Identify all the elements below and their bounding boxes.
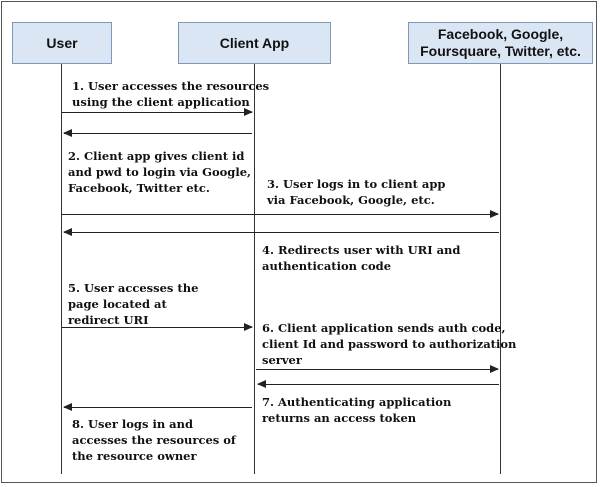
step-5-label: 5. User accesses the page located at red…: [68, 281, 199, 327]
lifeline-client-app: [254, 64, 255, 474]
arrow-step-7-return: [257, 379, 499, 388]
actor-providers-label: Facebook, Google, Foursquare, Twitter, e…: [420, 26, 581, 59]
actor-client-app: Client App: [178, 22, 331, 64]
actor-providers: Facebook, Google, Foursquare, Twitter, e…: [408, 22, 593, 64]
actor-user-label: User: [46, 34, 78, 51]
step-7-label: 7. Authenticating application returns an…: [262, 395, 452, 425]
actor-client-app-label: Client App: [219, 34, 290, 51]
arrow-step-5: [62, 322, 253, 331]
arrow-step-4: [63, 227, 499, 236]
arrow-step-6: [256, 364, 499, 373]
step-1-label: 1. User accesses the resources using the…: [72, 79, 270, 109]
lifeline-user: [61, 64, 62, 474]
step-8-label: 8. User logs in and accesses the resourc…: [72, 417, 236, 463]
lifeline-providers: [500, 64, 501, 474]
step-2-label: 2. Client app gives client id and pwd to…: [68, 149, 252, 195]
step-6-label: 6. Client application sends auth code, c…: [262, 321, 517, 367]
arrow-step-1-return: [63, 128, 252, 137]
arrow-step-3: [62, 209, 499, 218]
arrow-step-1: [62, 107, 253, 116]
step-3-label: 3. User logs in to client app via Facebo…: [267, 177, 446, 207]
arrow-step-7: [63, 402, 252, 411]
step-4-label: 4. Redirects user with URI and authentic…: [262, 243, 461, 273]
actor-user: User: [12, 22, 112, 64]
